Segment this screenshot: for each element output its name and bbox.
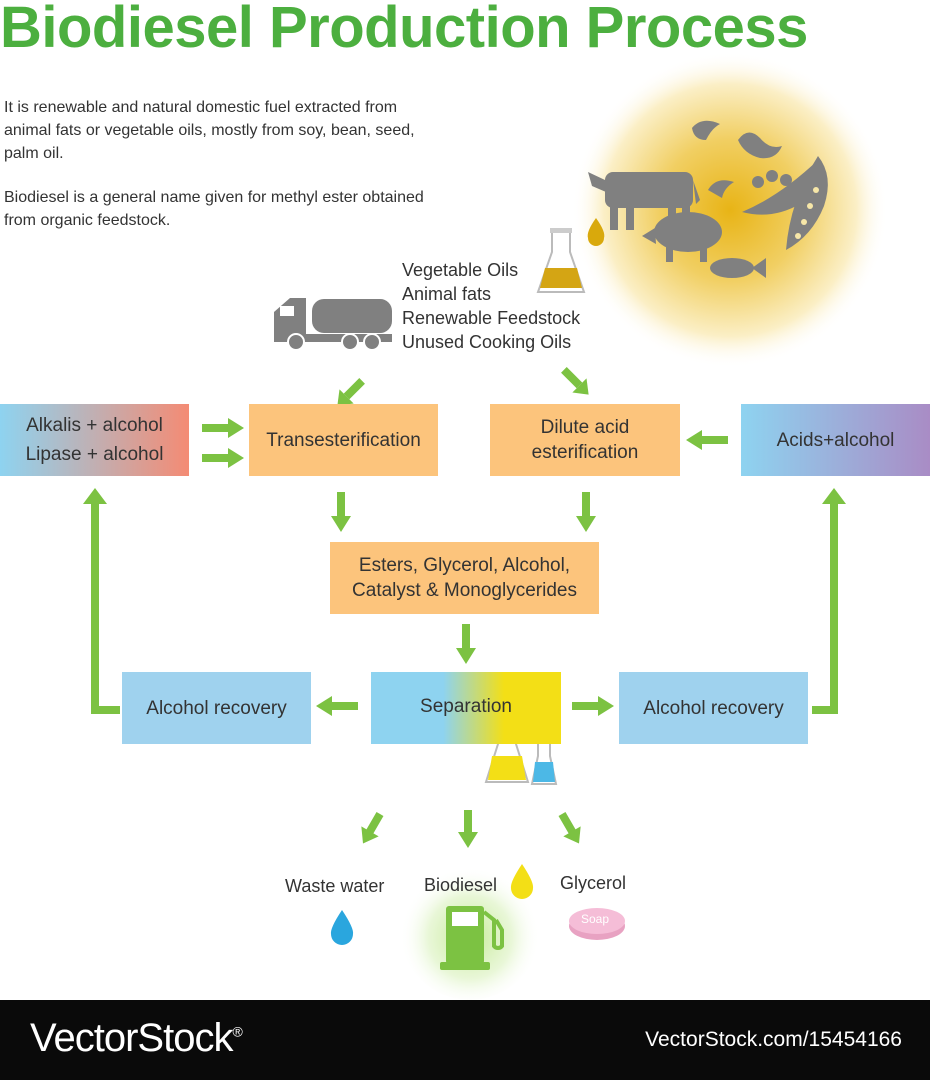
arrow-separation-to-recovery-right	[572, 696, 614, 716]
lipase-line: Lipase + alcohol	[25, 444, 164, 465]
dilute-line-2: esterification	[531, 442, 639, 463]
arrow-acids-to-dilute	[686, 430, 728, 450]
arrow-feed-to-dilute	[561, 367, 589, 395]
arrow-esters-to-separation	[456, 624, 476, 664]
feedstock-glow	[572, 52, 888, 368]
acids-alcohol-box: Acids+alcohol	[741, 404, 930, 476]
brand-logo: VectorStock®	[30, 1016, 243, 1060]
dilute-line-1: Dilute acid	[540, 417, 630, 438]
feedstock-list: Vegetable Oils Animal fats Renewable Fee…	[402, 258, 580, 354]
arrow-alkalis-to-trans-2	[202, 448, 244, 468]
feedstock-item: Vegetable Oils	[402, 260, 519, 280]
footer-bar: VectorStock® VectorStock.com/15454166	[0, 1000, 930, 1080]
recycle-loop-right	[812, 502, 838, 714]
soap-icon	[569, 908, 625, 940]
alcohol-recovery-left-box: Alcohol recovery	[122, 672, 311, 744]
alcohol-recovery-right-label: Alcohol recovery	[643, 697, 784, 719]
intro-paragraph-2: Biodiesel is a general name given for me…	[4, 189, 424, 229]
arrow-trans-to-esters	[331, 492, 351, 532]
alkalis-line: Alkalis + alcohol	[26, 415, 163, 436]
oil-drop-icon	[587, 218, 605, 246]
arrow-alkalis-to-trans-1	[202, 418, 244, 438]
tanker-truck-icon	[274, 298, 392, 351]
oil-flask-icon	[536, 228, 586, 293]
recycle-loop-left	[91, 502, 120, 714]
arrow-to-waste-water	[361, 812, 384, 844]
page-title: Biodiesel Production Process	[0, 0, 808, 60]
arrow-feed-to-transesterification	[337, 378, 365, 406]
transesterification-box: Transesterification	[249, 404, 438, 476]
biodiesel-drop-icon	[510, 864, 534, 899]
alcohol-recovery-right-box: Alcohol recovery	[619, 672, 808, 744]
recycle-loop-right-head	[822, 488, 846, 504]
intro-paragraph-1: It is renewable and natural domestic fue…	[4, 99, 415, 162]
arrow-dilute-to-esters	[576, 492, 596, 532]
alkalis-alcohol-box: Alkalis + alcohol Lipase + alcohol	[0, 404, 189, 476]
arrow-to-glycerol	[558, 812, 581, 844]
fish-icon	[710, 258, 766, 278]
separation-label: Separation	[420, 696, 512, 717]
separation-box: Separation	[371, 672, 561, 744]
water-drop-icon	[330, 910, 354, 945]
arrow-to-biodiesel	[458, 810, 478, 848]
feedstock-item: Renewable Feedstock	[402, 308, 581, 328]
feedstock-item: Unused Cooking Oils	[402, 332, 572, 352]
pig-icon	[642, 212, 722, 262]
arrow-separation-to-recovery-left	[316, 696, 358, 716]
vegetables-icon	[692, 120, 828, 250]
soap-label: Soap	[581, 912, 610, 926]
alcohol-recovery-left-label: Alcohol recovery	[146, 697, 287, 719]
esters-line-1: Esters, Glycerol, Alcohol,	[358, 555, 571, 576]
image-id: VectorStock.com/15454166	[645, 1028, 902, 1051]
feedstock-item: Animal fats	[402, 284, 492, 304]
recycle-loop-left-head	[83, 488, 107, 504]
waste-water-label: Waste water	[285, 876, 385, 896]
glycerol-label: Glycerol	[560, 873, 627, 893]
esters-line-2: Catalyst & Monoglycerides	[352, 580, 577, 601]
dilute-acid-box: Dilute acid esterification	[490, 404, 680, 476]
acids-label: Acids+alcohol	[776, 429, 895, 451]
esters-box: Esters, Glycerol, Alcohol, Catalyst & Mo…	[330, 542, 599, 614]
diagram-graphics	[83, 52, 888, 1000]
fuel-pump-icon	[440, 906, 504, 970]
transesterification-label: Transesterification	[266, 429, 421, 451]
biodiesel-label: Biodiesel	[424, 875, 498, 895]
